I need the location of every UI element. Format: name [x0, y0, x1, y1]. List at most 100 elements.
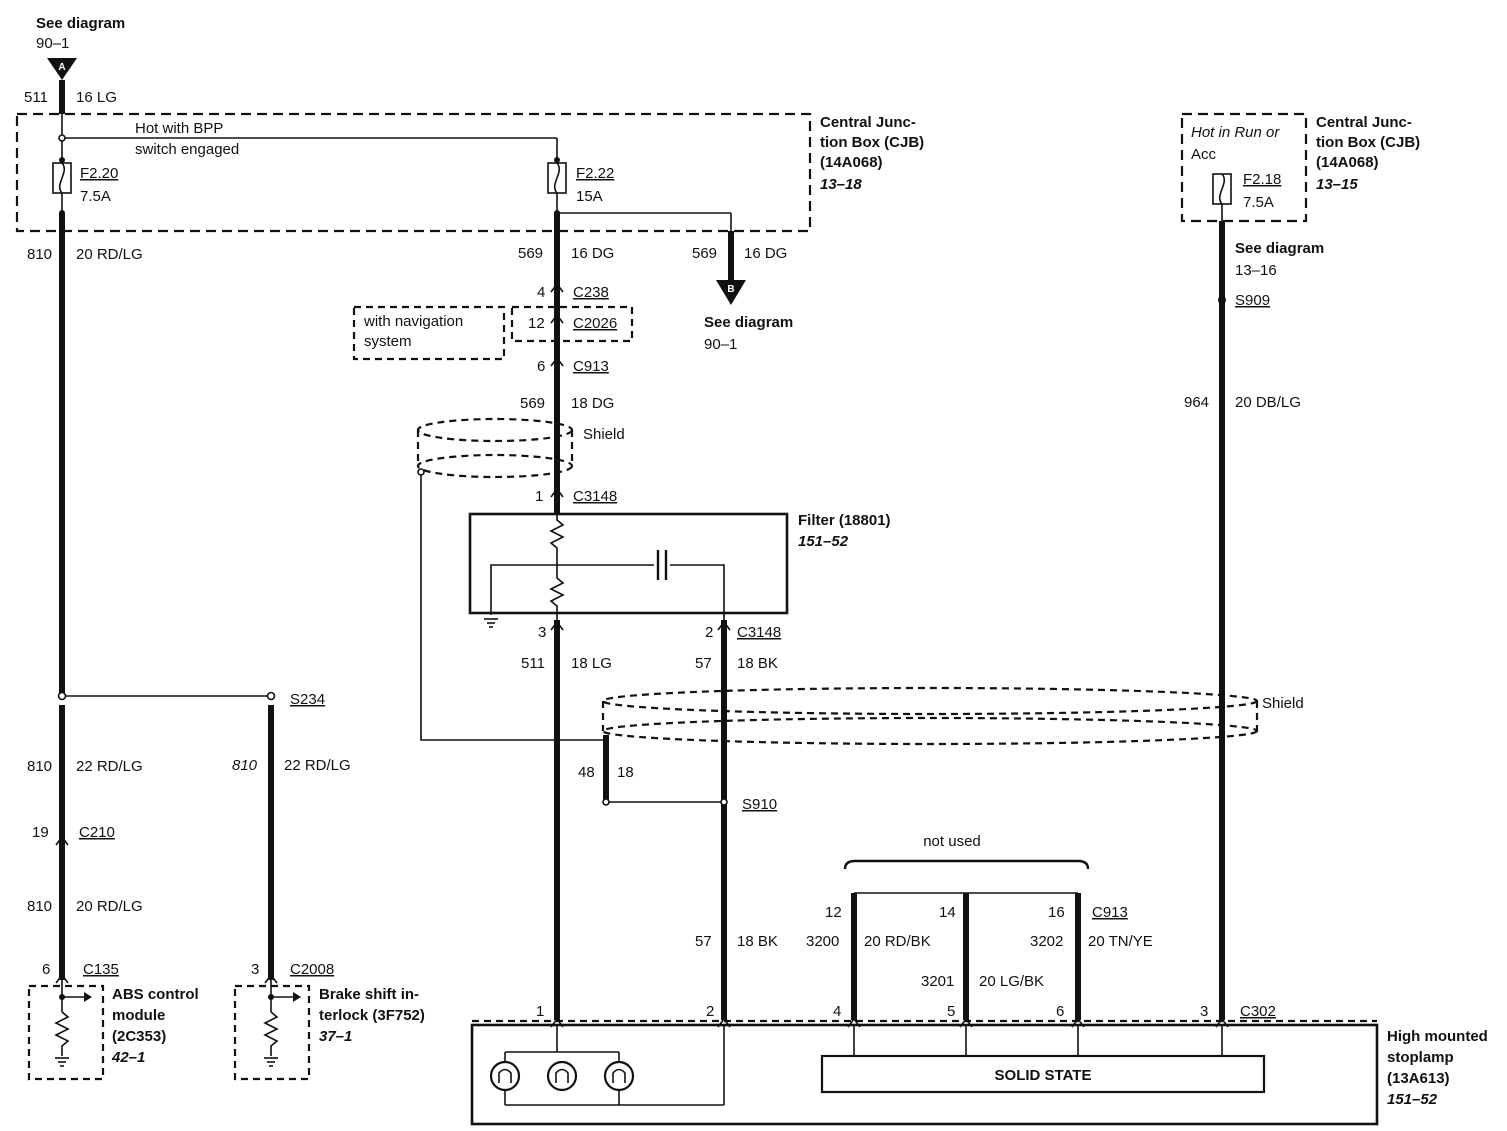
- connector-chevron-icon: [550, 356, 564, 367]
- fuse-element-icon: [58, 162, 66, 194]
- cjb-left-l2: tion Box (CJB): [820, 134, 924, 151]
- bulb-filament-icon: [612, 1068, 626, 1083]
- splice-s910: S910: [742, 796, 777, 813]
- stoplamp-l3: (13A613): [1387, 1070, 1450, 1087]
- wire-3201-circuit: 3201: [921, 973, 954, 990]
- cjb-right-l1: Central Junc-: [1316, 114, 1412, 131]
- wire-964-gauge: 20 DB/LG: [1235, 394, 1301, 411]
- wire-3202-gauge: 20 TN/YE: [1088, 933, 1153, 950]
- cjb-left-l3: (14A068): [820, 154, 883, 171]
- fuse-f222-name: F2.22: [576, 165, 614, 182]
- wire-57-b-circuit: 57: [695, 933, 712, 950]
- c302-name: C302: [1240, 1003, 1276, 1020]
- c913a-pin: 6: [537, 358, 545, 375]
- c2026-name: C2026: [573, 315, 617, 332]
- wire-810-b-circuit: 810: [27, 758, 52, 775]
- shield-lower-bottom: [601, 716, 1259, 746]
- c913a-name: C913: [573, 358, 609, 375]
- c135-pin: 6: [42, 961, 50, 978]
- wire-3200-gauge: 20 RD/BK: [864, 933, 931, 950]
- cjb-left-hot1: Hot with BPP: [135, 120, 223, 137]
- c210-name: C210: [79, 824, 115, 841]
- c210-pin: 19: [32, 824, 49, 841]
- wire-810-c-circuit: 810: [232, 757, 258, 774]
- c3148b-name: C3148: [737, 624, 781, 641]
- cjb-right-hot1: Hot in Run or: [1191, 124, 1280, 141]
- wire-48-gauge: 18: [617, 764, 634, 781]
- splice-s909: S909: [1235, 292, 1270, 309]
- shield-lower-top: [601, 686, 1259, 716]
- bulb-icon: [546, 1060, 578, 1092]
- c3148a-pin: 1: [535, 488, 543, 505]
- c2026-pin: 12: [528, 315, 545, 332]
- ref-c-title: See diagram: [1235, 240, 1324, 257]
- wire-810-a-gauge: 20 RD/LG: [76, 246, 143, 263]
- wire-57-b-gauge: 18 BK: [737, 933, 778, 950]
- ref-a-title: See diagram: [36, 15, 125, 32]
- shield-drain-wire: [420, 475, 606, 741]
- connector-chevron-icon: [550, 282, 564, 293]
- abs-module-box: [27, 984, 105, 1081]
- wire-569-c-circuit: 569: [520, 395, 545, 412]
- c2008-pin: 3: [251, 961, 259, 978]
- filter-resistor-icon: [549, 514, 565, 620]
- nav-note-l2: system: [364, 333, 412, 350]
- wire-511-b-gauge: 18 LG: [571, 655, 612, 672]
- abs-ref: 42–1: [111, 1049, 145, 1066]
- shield-lower-label: Shield: [1262, 695, 1304, 712]
- ref-b-arrow-icon: [716, 280, 746, 305]
- shield-upper-bottom: [416, 453, 574, 479]
- cjb-left-hot2: switch engaged: [135, 141, 239, 158]
- cjb-right-ref: 13–15: [1316, 176, 1358, 193]
- bsi-module-box: [233, 984, 311, 1081]
- ref-a-arrow-icon: [47, 58, 77, 80]
- stoplamp-ref: 151–52: [1387, 1091, 1438, 1108]
- c135-name: C135: [83, 961, 119, 978]
- connector-chevron-icon: [1215, 1017, 1229, 1028]
- ref-b-num: 90–1: [704, 336, 737, 353]
- ref-b-title: See diagram: [704, 314, 793, 331]
- connector-chevron-icon: [717, 1017, 731, 1028]
- ref-b-letter: B: [727, 284, 734, 295]
- bsi-node: [268, 994, 274, 1000]
- c2008-name: C2008: [290, 961, 334, 978]
- ref-a-num: 90–1: [36, 35, 69, 52]
- cjb-left-ref: 13–18: [820, 176, 862, 193]
- bulb-filament-icon: [555, 1068, 569, 1083]
- shield-upper-top: [416, 417, 574, 443]
- splice-s234: S234: [290, 691, 325, 708]
- connector-chevron-icon: [55, 835, 69, 846]
- c302-p2: 2: [706, 1003, 714, 1020]
- nav-note-l1: with navigation: [363, 313, 463, 330]
- not-used-label: not used: [923, 833, 981, 850]
- cjb-right-l3: (14A068): [1316, 154, 1379, 171]
- wire-569-b-circuit: 569: [692, 245, 717, 262]
- shield-drain-node: [417, 468, 425, 476]
- connector-chevron-icon: [959, 1017, 973, 1028]
- not-used-bracket: [843, 859, 1090, 870]
- abs-resistor-icon: [54, 1011, 70, 1056]
- c302-p4: 4: [833, 1003, 841, 1020]
- cjb-left-l1: Central Junc-: [820, 114, 916, 131]
- bsi-resistor-icon: [263, 1011, 279, 1056]
- shield-upper-label: Shield: [583, 426, 625, 443]
- wire-511-top-circuit: 511: [24, 89, 48, 106]
- solid-state-box: [820, 1054, 1266, 1094]
- c3148a-name: C3148: [573, 488, 617, 505]
- wire-3202-circuit: 3202: [1030, 933, 1063, 950]
- bsi-arrow-icon: [293, 992, 301, 1002]
- connector-chevron-icon: [550, 487, 564, 498]
- c913b-p14: 14: [939, 904, 956, 921]
- wire-3200-circuit: 3200: [806, 933, 839, 950]
- stoplamp-l1: High mounted: [1387, 1028, 1488, 1045]
- connector-chevron-icon: [55, 973, 69, 984]
- c302-p3: 3: [1200, 1003, 1208, 1020]
- wire-964-circuit: 964: [1184, 394, 1209, 411]
- fuse-element-icon: [553, 162, 561, 194]
- bus-node: [58, 134, 66, 142]
- stoplamp-box: [470, 1023, 1379, 1126]
- wire-3201-gauge: 20 LG/BK: [979, 973, 1044, 990]
- wire-48-circuit: 48: [578, 764, 595, 781]
- wire-810-b-gauge: 22 RD/LG: [76, 758, 143, 775]
- abs-arrow-icon: [84, 992, 92, 1002]
